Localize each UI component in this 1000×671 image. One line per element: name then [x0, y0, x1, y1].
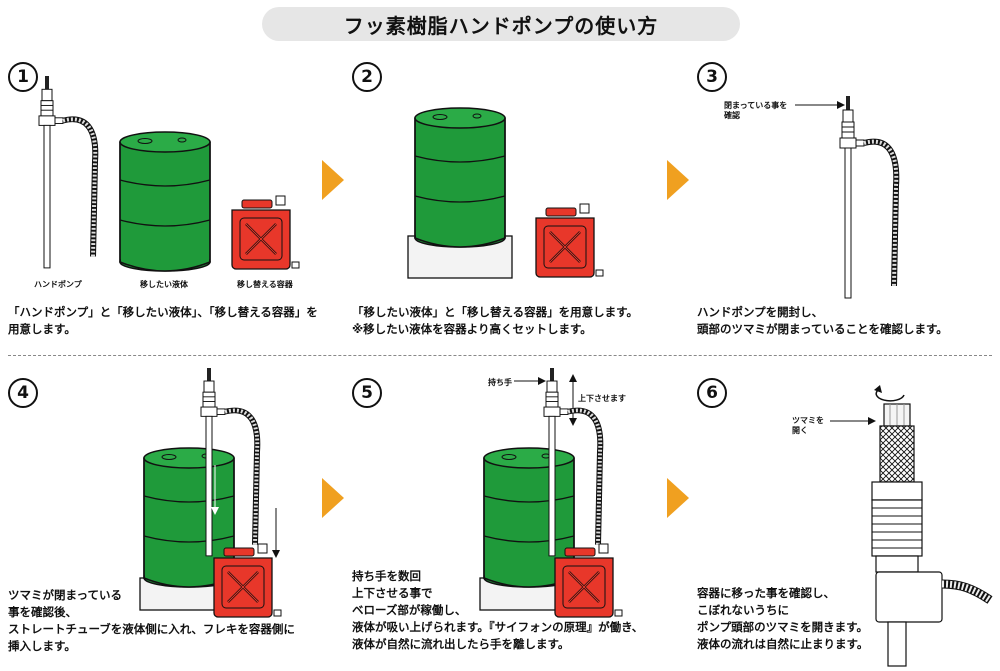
play-arrow-icon: [322, 478, 344, 518]
pointer-arrow-icon: [830, 417, 876, 425]
down-arrow-icon: [272, 508, 280, 558]
step-3-number: 3: [697, 62, 727, 92]
step-2-number: 2: [352, 62, 382, 92]
rotate-arrow-icon: [874, 385, 905, 402]
pump-label: ハンドポンプ: [34, 280, 82, 289]
play-arrow-icon: [667, 478, 689, 518]
section-divider: [8, 355, 992, 356]
hand-pump-illustration: [37, 76, 117, 276]
step-1-number: 1: [8, 62, 38, 92]
step-6-caption: 容器に移った事を確認し、 こぼれないうちに ポンプ頭部のツマミを開きます。 液体…: [697, 586, 869, 651]
hand-pump-illustration: [544, 368, 624, 568]
down-arrow-icon: [211, 465, 219, 515]
closed-check-note: 閉まっている事を 確認: [724, 101, 788, 120]
play-arrow-icon: [667, 160, 689, 200]
pump-head-closeup-illustration: [871, 403, 993, 667]
step-4-number: 4: [8, 378, 38, 408]
step-6-number: 6: [697, 378, 727, 408]
container-illustration: [230, 194, 301, 271]
play-arrow-icon: [322, 160, 344, 200]
step-5-caption: 持ち手を数回 上下させる事で ベローズ部が稼働し、 液体が吸い上げられます。『サ…: [352, 569, 644, 651]
step-3-caption: ハンドポンプを開封し、 頭部のツマミが閉まっていることを確認します。: [697, 305, 948, 336]
container-label: 移し替える容器: [237, 280, 293, 289]
drum-illustration: [414, 107, 506, 248]
step-2-caption: 「移したい液体」と「移し替える容器」を用意します。 ※移したい液体を容器より高く…: [352, 305, 639, 336]
drum-illustration: [119, 131, 211, 272]
hand-pump-illustration: [840, 96, 920, 296]
page-title: フッ素樹脂ハンドポンプの使い方: [262, 7, 740, 41]
pointer-arrow-icon: [514, 377, 546, 385]
handle-label: 持ち手: [488, 378, 512, 387]
open-knob-note: ツマミを 開く: [792, 416, 824, 435]
step-4-caption: ツマミが閉まっている 事を確認後、 ストレートチューブを液体側に入れ、フレキを容…: [8, 588, 295, 653]
container-illustration: [534, 202, 605, 279]
updown-label: 上下させます: [578, 394, 626, 403]
liquid-label: 移したい液体: [140, 280, 188, 289]
step-1-caption: 「ハンドポンプ」と「移したい液体」、「移し替える容器」を 用意します。: [8, 305, 318, 336]
pointer-arrow-icon: [795, 101, 845, 109]
step-5-number: 5: [352, 378, 382, 408]
